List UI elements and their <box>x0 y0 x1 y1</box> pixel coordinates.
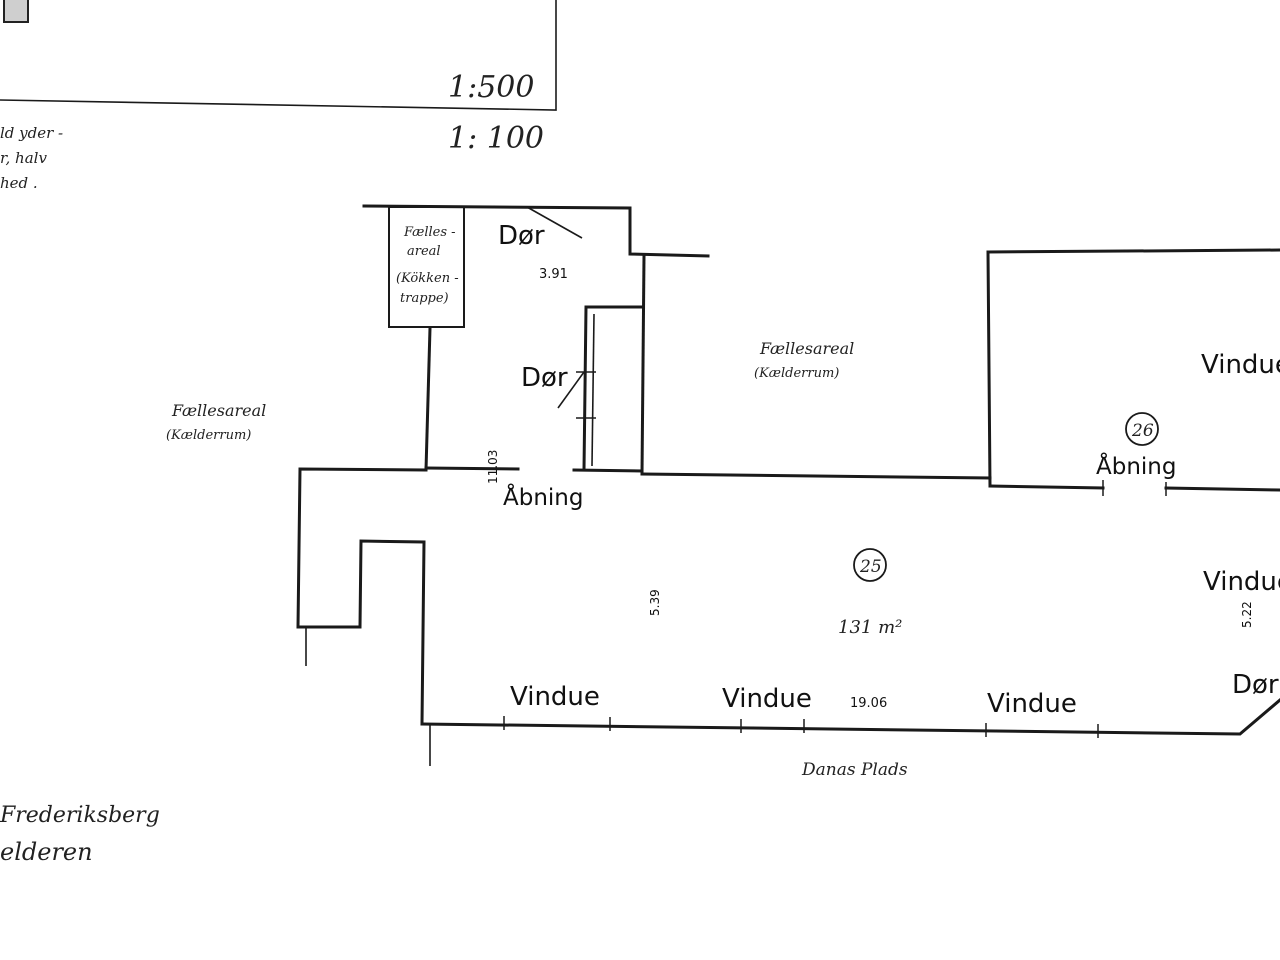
wall-corridor-left <box>424 326 432 472</box>
scale-frame <box>0 0 557 111</box>
label-opening-left: Åbning <box>503 483 583 511</box>
wall-corridor-right <box>640 254 646 476</box>
dim-539: 5.39 <box>648 589 662 616</box>
dim-1103: 11.03 <box>486 450 500 484</box>
dim-522: 5.22 <box>1240 601 1254 628</box>
inner-room-line <box>591 313 595 467</box>
label-door-top: Dør <box>498 221 545 251</box>
left-note-line-3: hed . <box>0 174 38 192</box>
wall-top <box>362 204 710 258</box>
mid-area-sub: (Kælderrum) <box>754 366 839 381</box>
room26-number: 26 <box>1131 421 1154 441</box>
room26-wall <box>986 248 1280 254</box>
street-name: Danas Plads <box>801 760 908 780</box>
label-door-mid: Dør <box>521 363 568 393</box>
label-window-bottom-3: Vindue <box>987 689 1077 719</box>
left-note-line-2: r, halv <box>0 149 47 167</box>
stair-label-1: Fælles - <box>403 225 456 240</box>
label-window-right-top: Vindue <box>1201 350 1280 380</box>
mid-area-name: Fællesareal <box>759 339 854 358</box>
room25-badge <box>853 548 887 582</box>
label-opening-right: Åbning <box>1096 452 1176 480</box>
door-swing-mid <box>557 371 585 409</box>
scale-bottom: 1: 100 <box>448 121 544 156</box>
stair-label-2: areal <box>407 244 441 259</box>
footer-line-2: elderen <box>0 838 93 866</box>
room25-area: 131 m² <box>838 617 902 638</box>
stair-box <box>388 206 465 328</box>
stair-label-3: (Kökken - <box>396 271 459 286</box>
scale-top: 1:500 <box>448 70 534 105</box>
dim-1906: 19.06 <box>850 696 887 711</box>
room25-number: 25 <box>859 557 882 577</box>
wall-left-step <box>296 467 428 726</box>
room26-badge <box>1125 412 1159 446</box>
label-door-right: Dør <box>1232 670 1279 700</box>
wall-room25-top <box>640 472 992 480</box>
door-swing-top <box>526 206 583 239</box>
left-note-line-1: ld yder - <box>0 124 63 142</box>
label-window-bottom-2: Vindue <box>722 684 812 714</box>
wall-street <box>420 698 1280 736</box>
label-window-right-mid: Vindue <box>1203 567 1280 597</box>
left-area-name: Fællesareal <box>171 401 266 420</box>
left-area-sub: (Kælderrum) <box>166 428 251 443</box>
footer-line-1: Frederiksberg <box>0 803 160 828</box>
legend-swatch <box>3 0 29 23</box>
stair-label-4: trappe) <box>400 291 449 306</box>
label-window-bottom-1: Vindue <box>510 682 600 712</box>
inner-room <box>582 305 644 472</box>
dim-391: 3.91 <box>539 267 568 282</box>
